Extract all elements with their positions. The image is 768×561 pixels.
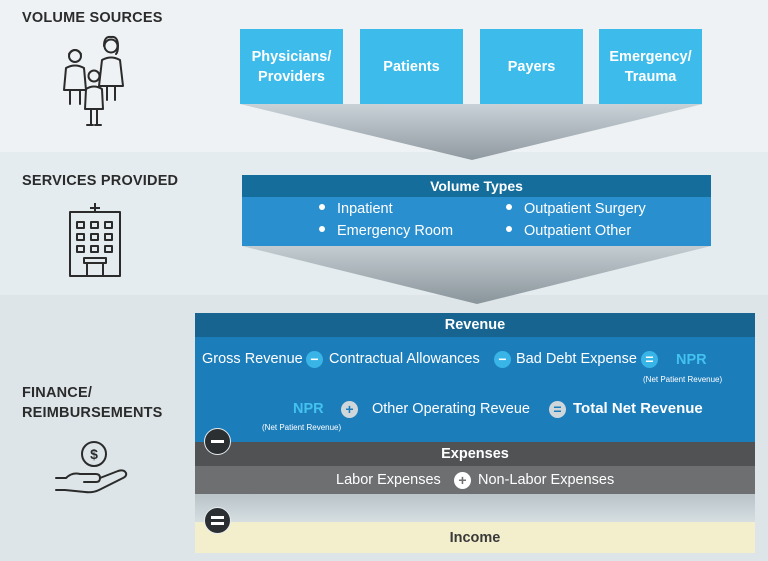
volume-type-item: Emergency Room [319, 223, 453, 239]
funnel-arrow-income [195, 494, 755, 522]
revenue-panel: Gross Revenue − Contractual Allowances −… [195, 337, 755, 442]
volume-sources-label: VOLUME SOURCES [22, 10, 163, 26]
people-icon [63, 35, 124, 126]
other-operating-revenue-label: Other Operating Reveue [372, 401, 530, 417]
expenses-header: Expenses [195, 442, 755, 466]
svg-text:$: $ [90, 446, 98, 462]
services-provided-label: SERVICES PROVIDED [22, 173, 179, 189]
hand-coin-icon: $ [55, 441, 128, 494]
source-box-physicians: Physicians/Providers [240, 29, 343, 104]
source-box-emergency: Emergency/Trauma [599, 29, 702, 104]
non-labor-expenses-label: Non-Labor Expenses [478, 472, 615, 488]
finance-label-line2: REIMBURSEMENTS [22, 405, 163, 421]
expenses-panel: Labor Expenses + Non-Labor Expenses [195, 466, 755, 494]
labor-expenses-label: Labor Expenses [336, 472, 441, 488]
volume-type-inpatient: Inpatient [337, 201, 393, 217]
equals-operator-icon: = [641, 351, 658, 368]
volume-types-header: Volume Types [242, 175, 711, 197]
minus-operator-icon: − [306, 351, 323, 368]
source-physicians-line2: Providers [258, 68, 325, 85]
npr-note-second: (Net Patient Revenue) [262, 423, 342, 432]
bullet-icon [506, 204, 512, 211]
plus-operator-icon: + [454, 472, 471, 489]
source-payers-label: Payers [507, 58, 556, 75]
gross-revenue-label: Gross Revenue [202, 351, 303, 367]
volume-type-emergency-room: Emergency Room [337, 223, 454, 239]
plus-operator-icon: + [341, 401, 358, 418]
source-patients-label: Patients [383, 58, 440, 75]
volume-type-item: Outpatient Surgery [506, 201, 646, 217]
minus-bar [211, 439, 224, 443]
volume-type-outpatient-surgery: Outpatient Surgery [524, 201, 646, 217]
source-emergency-line2: Trauma [624, 68, 677, 85]
equals-operator-icon: = [549, 401, 566, 418]
finance-label-line1: FINANCE/ [22, 385, 93, 401]
bullet-icon [506, 226, 512, 233]
funnel-arrow-services [242, 246, 711, 304]
minus-operator-icon: − [494, 351, 511, 368]
bullet-icon [319, 204, 325, 211]
npr-label: NPR [676, 352, 707, 368]
npr-note: (Net Patient Revenue) [643, 375, 723, 384]
total-net-revenue-label: Total Net Revenue [573, 400, 703, 417]
equals-big-icon [204, 507, 231, 534]
volume-types-panel: Inpatient Outpatient Surgery Emergency R… [242, 197, 711, 246]
revenue-header: Revenue [195, 313, 755, 337]
volume-type-outpatient-other: Outpatient Other [524, 223, 632, 239]
contractual-allowances-label: Contractual Allowances [329, 351, 480, 367]
source-box-patients: Patients [360, 29, 463, 104]
bullet-icon [319, 226, 325, 233]
income-bar: Income [195, 522, 755, 553]
source-emergency-line1: Emergency/ [609, 48, 692, 65]
volume-type-item: Inpatient [319, 201, 393, 217]
bad-debt-expense-label: Bad Debt Expense [516, 351, 637, 367]
npr-label-second: NPR [293, 401, 324, 417]
finance-reimbursements-label: FINANCE/ REIMBURSEMENTS [22, 383, 163, 423]
equals-bar-bottom [211, 521, 224, 525]
hospital-icon [69, 203, 121, 277]
funnel-arrow-sources [240, 104, 703, 160]
volume-type-item: Outpatient Other [506, 223, 631, 239]
equals-bar-top [211, 515, 224, 519]
source-box-payers: Payers [480, 29, 583, 104]
source-physicians-line1: Physicians/ [251, 48, 332, 65]
minus-big-icon [204, 428, 231, 455]
